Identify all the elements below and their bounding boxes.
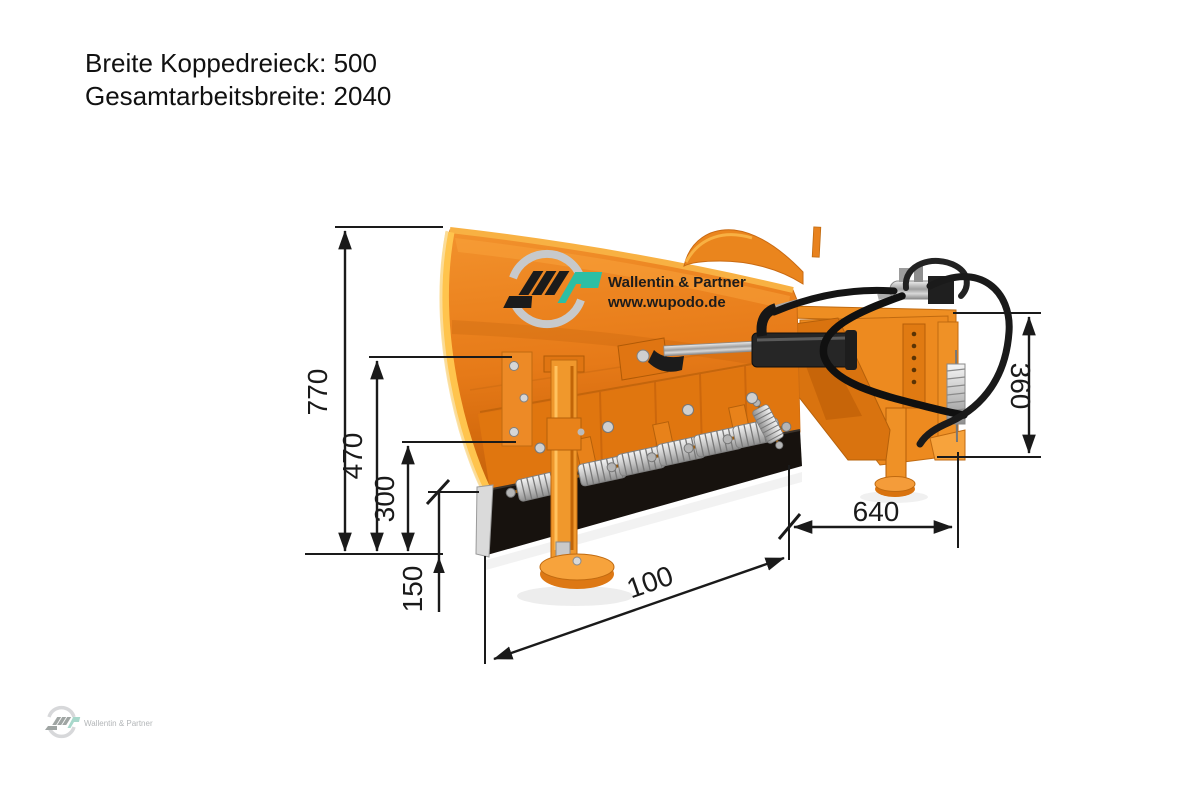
left-bracket bbox=[501, 351, 533, 447]
oblique-tick-640 bbox=[777, 513, 802, 540]
hydraulic-cylinder bbox=[617, 299, 857, 381]
spec-line-coupling-width: Breite Koppedreieck: 500 bbox=[85, 48, 377, 78]
mount-frame bbox=[787, 305, 966, 497]
dim-label-770: 770 bbox=[302, 369, 333, 416]
watermark-monogram-icon bbox=[44, 717, 81, 730]
left-trim bbox=[440, 231, 492, 493]
dim-label-360: 360 bbox=[1005, 363, 1036, 410]
dim-label-300: 300 bbox=[369, 476, 400, 523]
marker-post bbox=[811, 226, 822, 258]
logo-ring-icon bbox=[509, 249, 585, 329]
brand-url: www.wupodo.de bbox=[607, 294, 726, 311]
watermark-ring-icon bbox=[47, 705, 76, 739]
edge-cap bbox=[475, 484, 494, 558]
wp-monogram-icon bbox=[503, 271, 603, 308]
watermark-name: Wallentin & Partner bbox=[84, 719, 153, 728]
dim-label-150: 150 bbox=[397, 566, 428, 613]
header-specs: Breite Koppedreieck: 500 Gesamtarbeitsbr… bbox=[85, 48, 391, 111]
deflector-fin bbox=[683, 226, 822, 285]
dim-label-640: 640 bbox=[853, 496, 900, 527]
arrow-150 bbox=[433, 557, 445, 573]
adjustment-channel bbox=[902, 323, 926, 409]
hydraulic-hoses bbox=[770, 257, 1013, 448]
brand-name: Wallentin & Partner bbox=[608, 274, 746, 291]
spec-line-working-width: Gesamtarbeitsbreite: 2040 bbox=[85, 81, 391, 111]
watermark: Wallentin & Partner bbox=[44, 705, 153, 739]
top-trim bbox=[449, 227, 794, 293]
dimension-annotations: 770 470 300 150 100 640 360 bbox=[302, 226, 1041, 664]
dim-line-100 bbox=[493, 556, 785, 661]
blade-logo: Wallentin & Partner www.wupodo.de bbox=[503, 249, 746, 329]
adjustment-holes bbox=[911, 331, 917, 385]
dim-label-470: 470 bbox=[337, 433, 368, 480]
hex-bolts bbox=[534, 392, 758, 454]
